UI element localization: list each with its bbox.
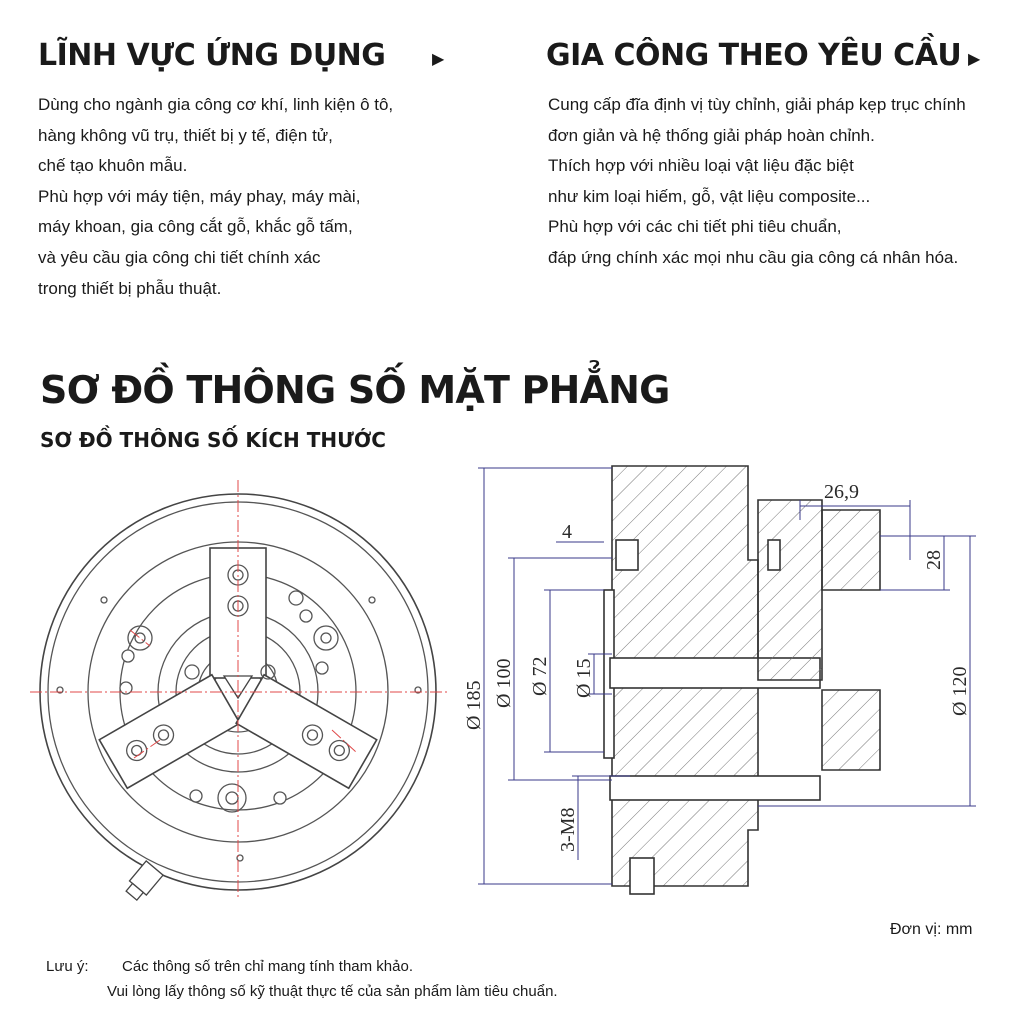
custom-arrow-icon: ▶ xyxy=(968,51,981,68)
note: Lưu ý: Các thông số trên chỉ mang tính th… xyxy=(46,954,558,1004)
dim-d120: Ø 120 xyxy=(949,667,971,716)
dim-d100: Ø 100 xyxy=(493,659,515,708)
dim-h28: 28 xyxy=(923,550,945,570)
dim-d15: Ø 15 xyxy=(573,659,595,698)
dim-w4: 4 xyxy=(562,521,572,543)
applications-text: Dùng cho ngành gia công cơ khí, linh kiệ… xyxy=(38,90,393,304)
custom-title: GIA CÔNG THEO YÊU CẦU xyxy=(546,38,962,73)
applications-line: trong thiết bị phẫu thuật. xyxy=(38,278,222,298)
custom-line: Cung cấp đĩa định vị tùy chỉnh, giải phá… xyxy=(548,95,966,114)
custom-text: Cung cấp đĩa định vị tùy chỉnh, giải phá… xyxy=(548,90,966,274)
custom-line: Thích hợp với nhiều loại vật liệu đặc bi… xyxy=(548,156,854,176)
custom-line: như kim loại hiếm, gỗ, vật liệu composit… xyxy=(548,186,871,206)
technical-drawing: Ø 185 Ø 100 Ø 72 Ø 15 Ø 120 26,9 4 28 3-… xyxy=(30,465,976,902)
diagram-title: SƠ ĐỒ THÔNG SỐ MẶT PHẲNG xyxy=(40,368,670,412)
dim-w269: 26,9 xyxy=(824,481,859,503)
applications-line: Dùng cho ngành gia công cơ khí, linh kiệ… xyxy=(38,95,394,114)
applications-line: Phù hợp với máy tiện, máy phay, máy mài, xyxy=(38,186,361,206)
applications-line: máy khoan, gia công cắt gỗ, khắc gỗ tấm, xyxy=(38,217,353,237)
applications-title: LĨNH VỰC ỨNG DỤNG xyxy=(38,38,386,73)
chuck-section-view xyxy=(603,465,881,895)
applications-line: chế tạo khuôn mẫu. xyxy=(38,156,188,176)
custom-line: đơn giản và hệ thống giải pháp hoàn chỉn… xyxy=(548,125,875,145)
note-line-1: Các thông số trên chỉ mang tính tham khả… xyxy=(122,958,413,975)
dim-d185: Ø 185 xyxy=(463,681,485,730)
unit-label: Đơn vị: mm xyxy=(890,921,973,938)
center-lines xyxy=(30,480,448,900)
note-line-2: Vui lòng lấy thông số kỹ thuật thực tế c… xyxy=(107,983,558,1000)
custom-line: đáp ứng chính xác mọi nhu cầu gia công c… xyxy=(548,247,959,267)
applications-arrow-icon: ▶ xyxy=(432,51,445,68)
note-label: Lưu ý: xyxy=(46,958,89,975)
applications-line: hàng không vũ trụ, thiết bị y tế, điện t… xyxy=(38,125,333,145)
applications-line: và yêu cầu gia công chi tiết chính xác xyxy=(38,247,321,267)
dim-d72: Ø 72 xyxy=(529,657,551,696)
dimension-lines xyxy=(478,467,976,885)
custom-line: Phù hợp với các chi tiết phi tiêu chuẩn, xyxy=(548,217,842,237)
dim-m8: 3-M8 xyxy=(557,808,579,852)
diagram-subtitle: SƠ ĐỒ THÔNG SỐ KÍCH THƯỚC xyxy=(40,428,386,452)
